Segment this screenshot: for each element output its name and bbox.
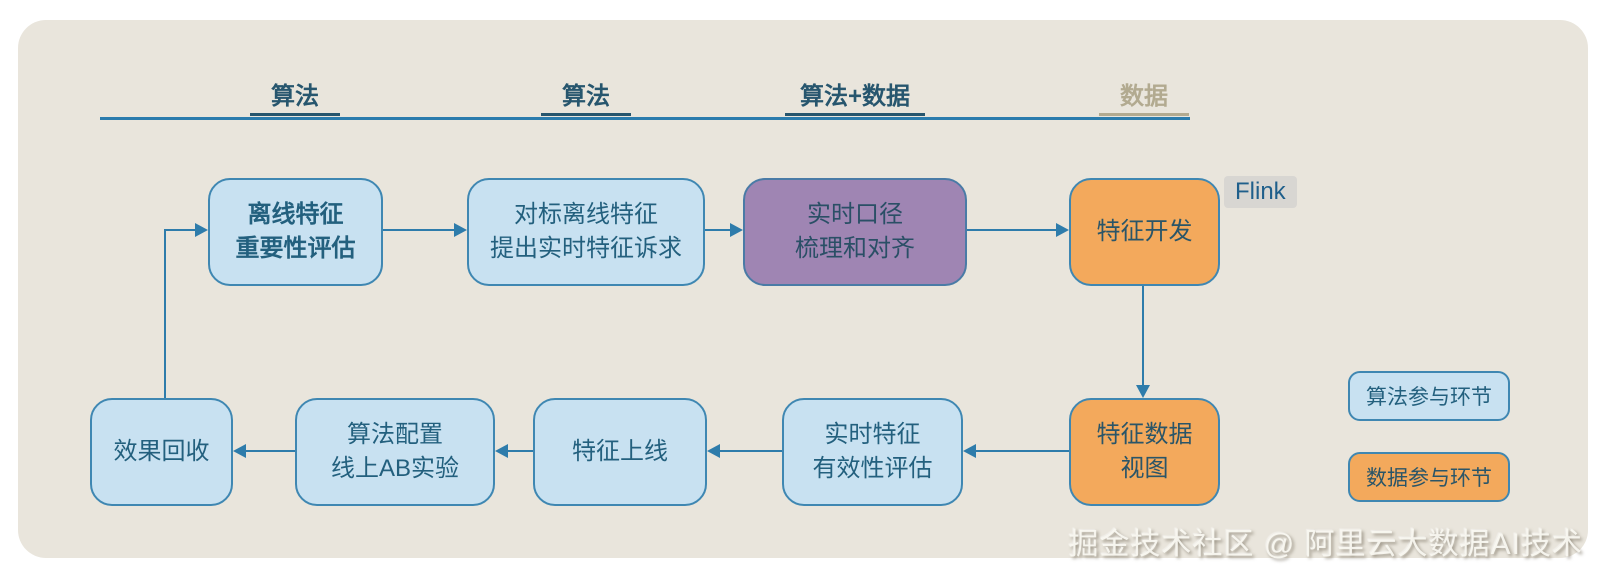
node-text-line: 重要性评估: [235, 235, 356, 262]
arrow-featuredev-to-dataview: [1142, 286, 1144, 386]
node-text-line: 效果回收: [113, 438, 210, 465]
node-effect-recycle: 效果回收: [90, 398, 233, 506]
node-text-line: 离线特征: [247, 201, 344, 228]
arrow-feedback-horizontal: [164, 229, 196, 231]
node-text-line: 线上AB实验: [330, 455, 459, 482]
arrowhead-into-benchmark: [454, 223, 467, 237]
node-algo-config-ab-test: 算法配置 线上AB实验: [295, 398, 495, 506]
node-text-line: 有效性评估: [812, 455, 933, 482]
node-realtime-feature-validity: 实时特征 有效性评估: [782, 398, 963, 506]
arrowhead-into-featuredev: [1056, 223, 1069, 237]
legend-algo-step: 算法参与环节: [1348, 371, 1510, 421]
flink-badge: Flink: [1224, 176, 1297, 208]
arrow-feedback-vertical: [164, 230, 166, 398]
node-text-line: 提出实时特征诉求: [490, 235, 682, 262]
watermark: 掘金技术社区 @ 阿里云大数据AI技术: [1068, 528, 1583, 561]
legend-data-step: 数据参与环节: [1348, 452, 1510, 502]
node-feature-development: 特征开发: [1069, 178, 1220, 286]
arrow-validity-to-online: [719, 450, 782, 452]
arrow-abtest-to-recycle: [245, 450, 295, 452]
node-text-line: 算法配置: [347, 421, 443, 448]
arrowhead-into-dataview: [1136, 385, 1150, 398]
arrowhead-into-online: [707, 444, 720, 458]
arrowhead-into-validity: [963, 444, 976, 458]
arrowhead-into-caliber: [730, 223, 743, 237]
column-header-algo-1: 算法: [250, 82, 340, 116]
column-header-algo-data: 算法+数据: [785, 82, 925, 116]
node-realtime-caliber-alignment: 实时口径 梳理和对齐: [743, 178, 967, 286]
arrow-caliber-to-featuredev: [967, 229, 1057, 231]
column-header-algo-2: 算法: [541, 82, 631, 116]
node-text-line: 视图: [1120, 455, 1169, 482]
arrow-benchmark-to-caliber: [705, 229, 731, 231]
node-text-line: 对标离线特征: [514, 201, 658, 228]
arrow-offline-to-benchmark: [383, 229, 455, 231]
node-text-line: 特征上线: [572, 438, 668, 465]
column-header-data: 数据: [1099, 82, 1189, 116]
node-feature-online: 特征上线: [533, 398, 707, 506]
node-text-line: 梳理和对齐: [795, 235, 915, 262]
node-text-line: 特征数据: [1096, 421, 1193, 448]
arrowhead-into-offline-importance: [195, 223, 208, 237]
node-offline-feature-importance: 离线特征 重要性评估: [208, 178, 383, 286]
header-divider-line: [100, 117, 1190, 120]
arrow-dataview-to-validity: [975, 450, 1069, 452]
node-text-line: 实时口径: [807, 201, 903, 228]
arrowhead-into-recycle: [233, 444, 246, 458]
node-benchmark-offline-feature: 对标离线特征 提出实时特征诉求: [467, 178, 705, 286]
node-text-line: 实时特征: [824, 421, 921, 448]
arrowhead-into-abtest: [495, 444, 508, 458]
arrow-online-to-abtest: [507, 450, 533, 452]
node-text-line: 特征开发: [1096, 218, 1193, 245]
node-feature-data-view: 特征数据 视图: [1069, 398, 1220, 506]
